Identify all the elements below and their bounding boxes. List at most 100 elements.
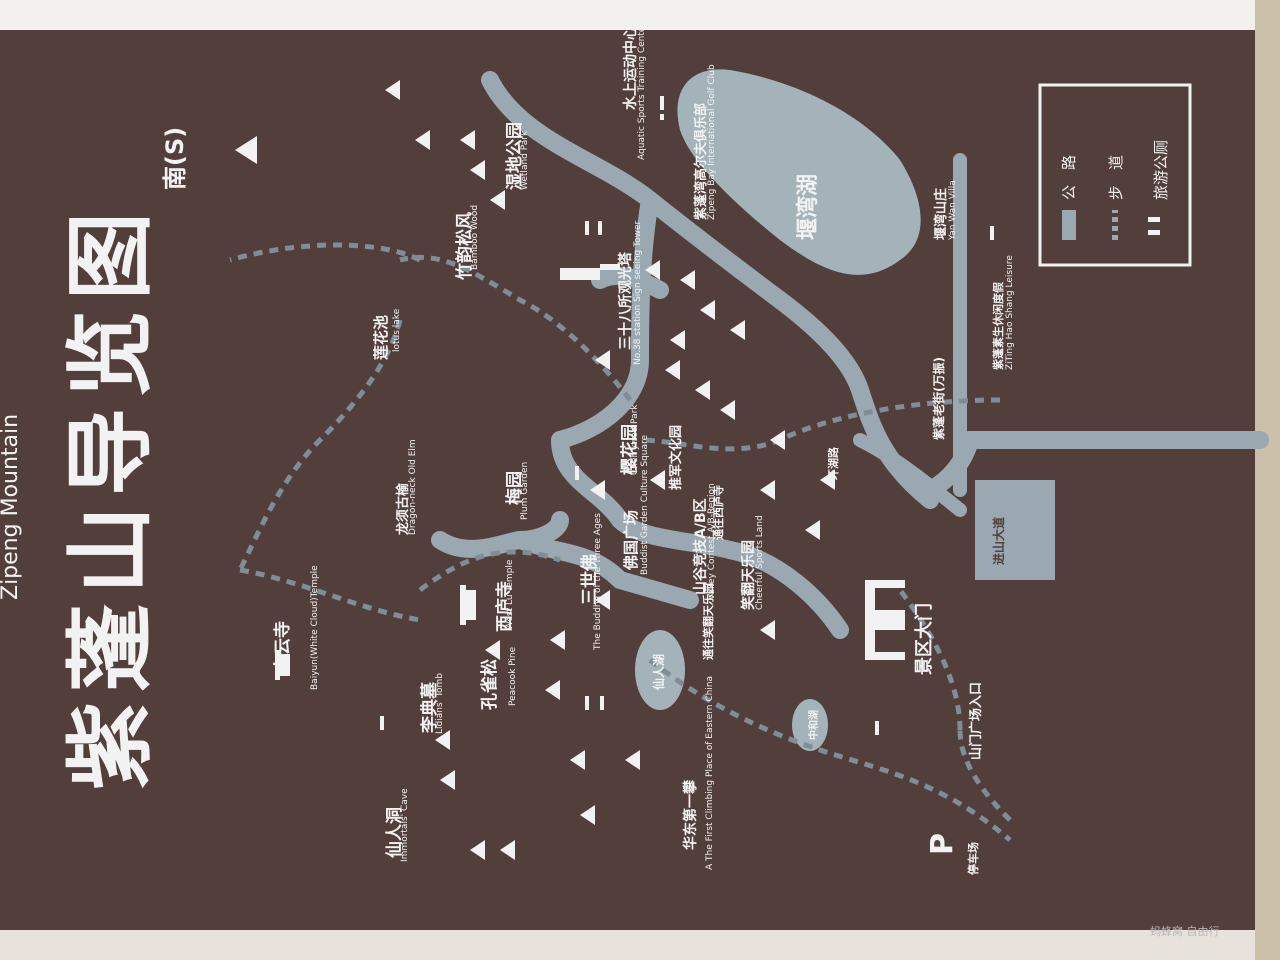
tree-icon — [460, 130, 475, 150]
place-label: 佛国广场 — [622, 509, 640, 570]
tree-icon — [730, 320, 745, 340]
place-label-en: Buddist Garden Culture Square — [640, 434, 650, 575]
wall-bottom — [0, 930, 1280, 960]
legend-box — [1038, 83, 1192, 267]
place-label-en: Lidians' Tomb — [435, 673, 445, 734]
toilets — [380, 96, 994, 735]
toilet-icon — [598, 221, 602, 235]
place-label-en: The Buddha of the Three Ages — [593, 513, 603, 650]
place-label-en: A The First Climbing Place of Eastern Ch… — [705, 675, 715, 870]
place-label-en: lotus lake — [392, 308, 402, 352]
toilet-icon — [660, 114, 664, 120]
yanwan-lake — [677, 69, 921, 275]
tree-icon — [385, 80, 400, 100]
place-label: 进山大道 — [992, 516, 1006, 565]
buildings — [275, 264, 905, 680]
tree-icon — [485, 640, 500, 660]
tree-icon — [570, 750, 585, 770]
footpaths — [229, 242, 1012, 842]
place-label-en: Plum Garden — [520, 461, 530, 520]
place-label: 华东第一攀 — [683, 780, 699, 850]
toilet-icon — [875, 721, 879, 735]
tree-icon — [595, 350, 610, 370]
road-label: 环湖路 — [827, 447, 840, 480]
place-label-en: Aquatic Sports Training Center — [637, 22, 647, 160]
compass-label: 南(S) — [161, 126, 189, 190]
map-title-en: Zipeng Mountain — [0, 413, 23, 600]
legend-toilet: 旅游公厕 — [1152, 139, 1170, 200]
tree-icon — [595, 590, 610, 610]
place-label-en: Dragon-neck Old Elm — [408, 439, 418, 535]
tree-icon — [820, 470, 835, 490]
watermark: 蚂蜂窝 自由行 — [1150, 925, 1220, 938]
toilet-icon — [380, 716, 384, 730]
place-label-en: Cheerful Sports Land — [755, 515, 765, 610]
tree-icon — [760, 480, 775, 500]
temple-icon — [275, 650, 280, 680]
place-label-en: Wetland Park — [520, 130, 530, 190]
place-label: 孔雀松 — [480, 659, 500, 710]
place-label-en: Baiyun(White Cloud)Temple — [310, 565, 320, 690]
road-label: 通往笑翻天乐园 — [702, 583, 715, 660]
north-arrow-icon — [235, 136, 257, 164]
toilet-icon — [660, 96, 664, 110]
legend-road: 公 路 — [1060, 154, 1078, 200]
wall-right — [1255, 0, 1280, 960]
tree-icon — [700, 300, 715, 320]
place-label-en: Peacook Pine — [508, 646, 518, 706]
place-label-en: Immortals' Cave — [400, 788, 410, 862]
tree-icon — [580, 805, 595, 825]
tree-icon — [470, 840, 485, 860]
place-label: 三十八所观光塔 — [618, 252, 634, 350]
place-label-en: ZiTing Hao Shang Leisure — [1005, 255, 1015, 370]
tree-icon — [645, 260, 660, 280]
tree-icon — [760, 620, 775, 640]
legend-footpath: 步 道 — [1107, 154, 1125, 200]
zhonghe-lake — [792, 699, 828, 751]
road-label: 通往西庐寺 — [712, 485, 725, 540]
tree-icon — [770, 430, 785, 450]
tree-icon — [440, 770, 455, 790]
gate-avenue — [975, 480, 1055, 580]
tree-icon — [805, 520, 820, 540]
tree-icon — [490, 190, 505, 210]
tree-icon — [720, 400, 735, 420]
place-label-en: No.38 station Sign seeing Tower — [633, 220, 643, 365]
place-label-en: Cherrytree Park — [630, 404, 640, 475]
tree-icon — [550, 630, 565, 650]
tree-icon — [415, 130, 430, 150]
place-label: 莲花池 — [372, 314, 390, 360]
xianren-lake — [635, 630, 685, 710]
place-label: 堰湾山庄 — [934, 187, 949, 240]
tree-icon — [470, 160, 485, 180]
trees — [385, 80, 835, 860]
place-label-en: Yan Wan Villa — [948, 180, 958, 240]
place-label: 景区大门 — [914, 603, 935, 675]
tree-icon — [680, 270, 695, 290]
place-label: 仙人湖 — [652, 653, 666, 690]
place-label: 紫蓬素生休闲度假 — [992, 282, 1005, 370]
tree-icon — [625, 750, 640, 770]
road-label: 推军文化园 — [669, 424, 684, 490]
parking-icon: P — [925, 833, 960, 855]
toilet-icon — [585, 696, 589, 710]
gate-icon — [865, 580, 875, 660]
tree-icon — [670, 330, 685, 350]
tree-icon — [435, 730, 450, 750]
tower-icon — [560, 268, 600, 280]
place-label: 紫蓬老街(万振) — [932, 357, 946, 440]
place-label: 山门广场入口 — [969, 681, 984, 760]
place-label-en: Zipeng Bay International Golf Club — [707, 64, 717, 220]
tree-icon — [695, 380, 710, 400]
toilet-icon — [990, 226, 994, 240]
place-label: 中和湖 — [809, 710, 820, 740]
tree-icon — [500, 840, 515, 860]
place-label: 白云寺 — [273, 621, 293, 672]
temple-icon — [460, 585, 466, 625]
tree-icon — [590, 480, 605, 500]
toilet-icon — [585, 221, 589, 235]
place-label-en: Bamboo Wood — [470, 204, 480, 270]
